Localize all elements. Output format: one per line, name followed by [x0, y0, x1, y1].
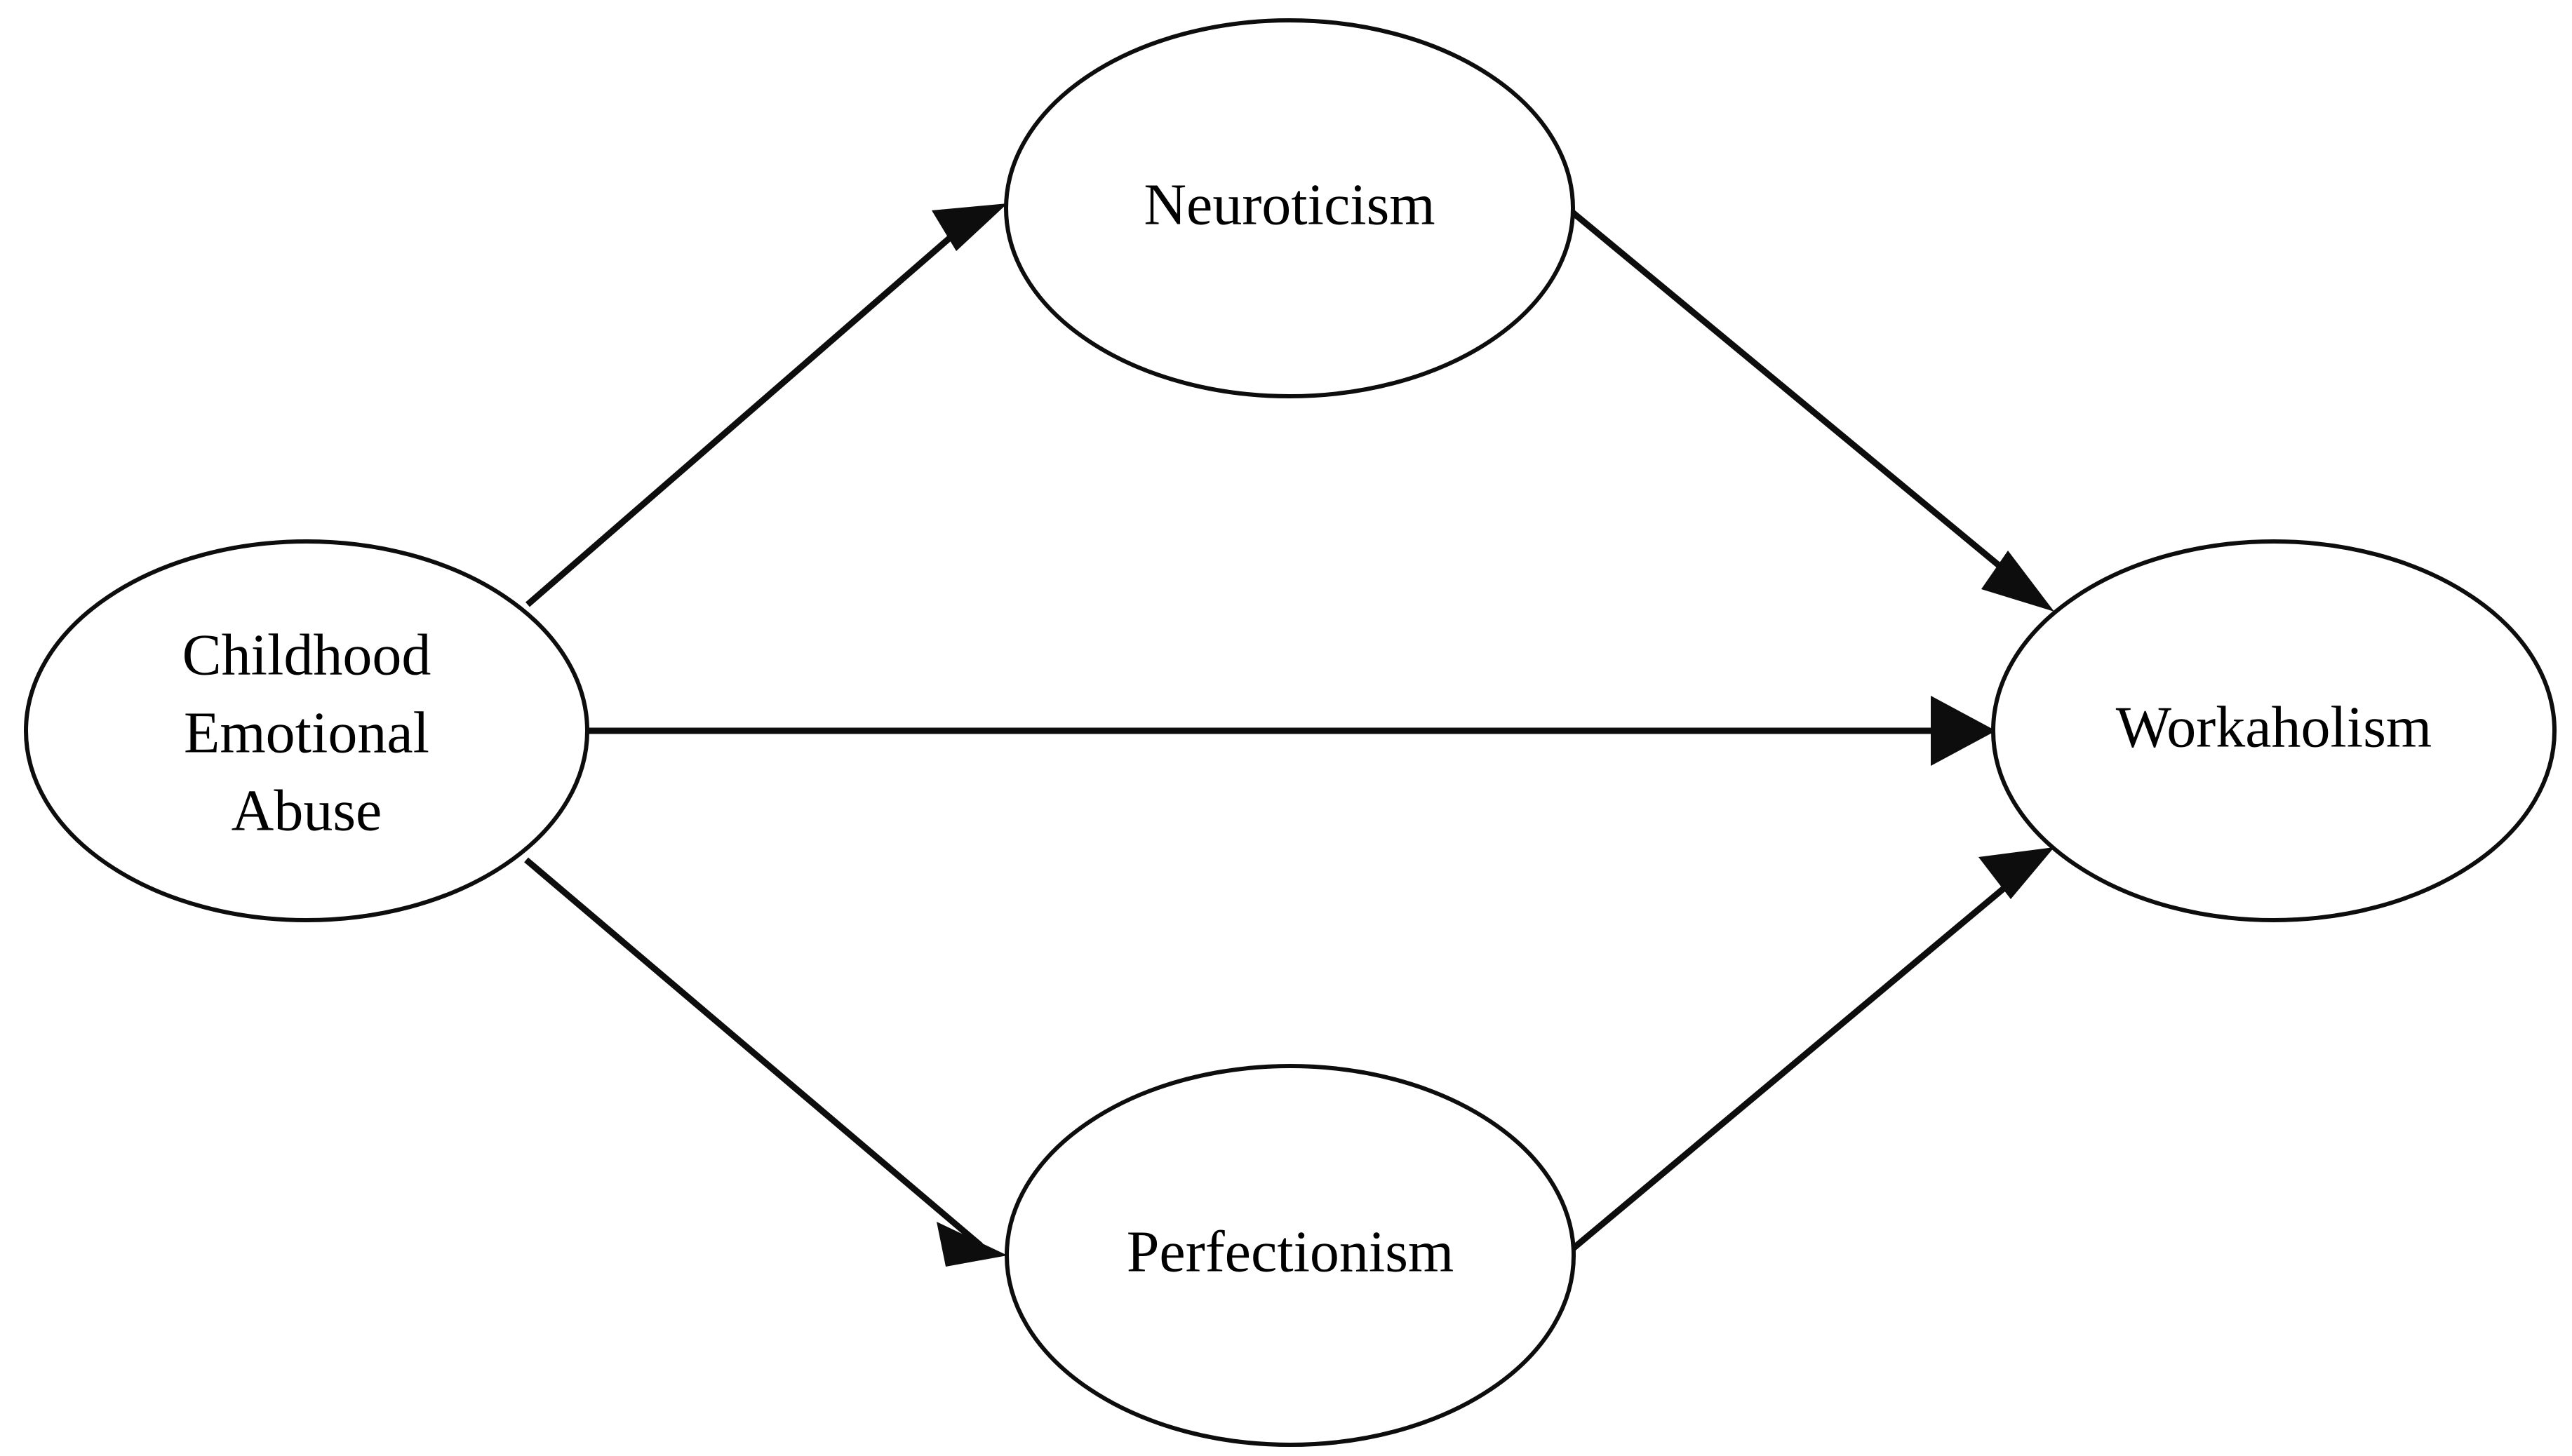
- node-label-abuse: Abuse: [232, 778, 382, 843]
- arrowhead-cea-neuroticism: [932, 203, 1007, 251]
- arrowhead-cea-perfectionism: [937, 1222, 1007, 1267]
- edge-cea-to-perfectionism: [524, 857, 1007, 1267]
- arrowhead-cea-workaholism: [1931, 696, 1996, 766]
- arrowhead-perfectionism-workaholism: [1978, 847, 2054, 899]
- node-label-neuroticism: Neuroticism: [1144, 172, 1435, 237]
- node-label-perfectionism: Perfectionism: [1127, 1219, 1454, 1284]
- edge-line-cea-perfectionism: [524, 857, 983, 1248]
- arrowhead-neuroticism-workaholism: [1981, 551, 2054, 612]
- node-ellipse-childhood-emotional-abuse[interactable]: [24, 539, 589, 922]
- node-ellipse-workaholism[interactable]: [1991, 539, 2557, 922]
- node-ellipse-neuroticism[interactable]: [1004, 18, 1575, 398]
- edge-cea-to-workaholism: [587, 696, 1996, 766]
- node-label-workaholism: Workaholism: [2116, 694, 2432, 760]
- node-label-emotional: Emotional: [184, 700, 429, 765]
- node-ellipse-perfectionism[interactable]: [1005, 1064, 1576, 1447]
- edge-cea-to-neuroticism: [525, 203, 1007, 607]
- edge-line-cea-neuroticism: [525, 207, 984, 607]
- edge-perfectionism-to-workaholism: [1569, 847, 2054, 1253]
- node-childhood-emotional-abuse[interactable]: Childhood Emotional Abuse: [24, 539, 589, 922]
- edge-line-neuroticism-workaholism: [1564, 204, 2030, 592]
- edge-line-perfectionism-workaholism: [1569, 867, 2028, 1253]
- node-neuroticism[interactable]: Neuroticism: [1004, 18, 1575, 398]
- node-label-childhood: Childhood: [182, 622, 431, 687]
- node-perfectionism[interactable]: Perfectionism: [1005, 1064, 1576, 1447]
- node-workaholism[interactable]: Workaholism: [1991, 539, 2557, 922]
- edge-neuroticism-to-workaholism: [1564, 204, 2054, 612]
